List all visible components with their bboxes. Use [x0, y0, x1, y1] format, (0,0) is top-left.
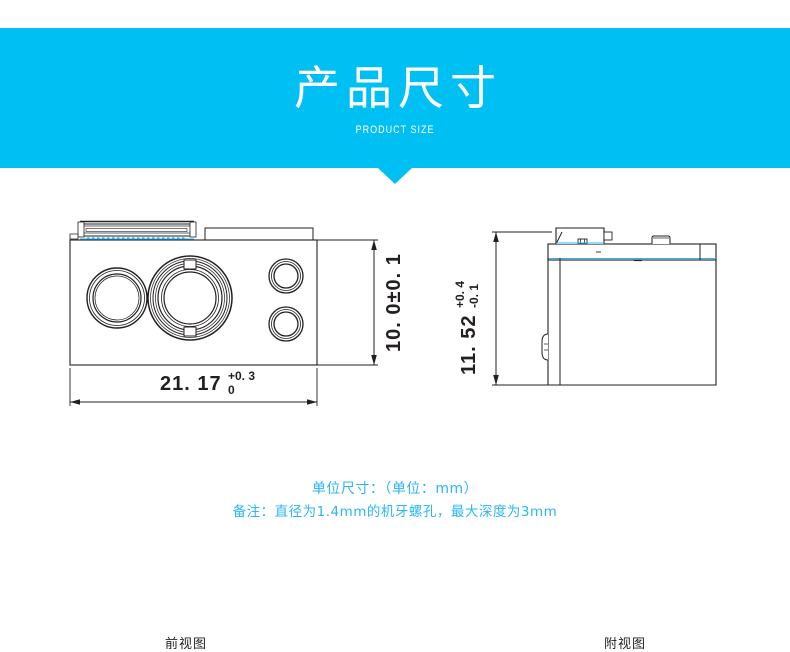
front-view-center-lens [147, 255, 233, 341]
side-view-height-dimension [492, 231, 552, 386]
banner-down-arrow-icon [378, 168, 412, 184]
header-banner: 产品尺寸 PRODUCT SIZE [0, 28, 790, 168]
front-view-height-dimension [317, 239, 378, 366]
product-size-page: 产品尺寸 PRODUCT SIZE [0, 28, 790, 652]
page-title: 产品尺寸 [294, 60, 502, 115]
front-view-screw-hole-lower [268, 306, 304, 342]
side-view-height-label: 11. 52 +0. 4 -0. 1 [453, 281, 481, 375]
side-height-upper-tol: +0. 4 [453, 281, 467, 308]
front-view-screw-hole-upper [268, 258, 304, 294]
front-view-caption: 前视图 [165, 637, 208, 652]
side-view-side-nub [541, 333, 549, 361]
front-view-width-dimension [69, 368, 318, 406]
front-view-connector [69, 220, 197, 240]
side-height-value: 11. 52 [458, 314, 480, 375]
front-height-value: 10. 0±0. 1 [383, 253, 405, 352]
front-view-width-label: 21. 17 +0. 3 0 [160, 369, 255, 397]
side-view-connector [555, 227, 613, 245]
front-width-value: 21. 17 [160, 373, 222, 395]
header-banner-content: 产品尺寸 PRODUCT SIZE [0, 28, 790, 168]
note-remark-line: 备注：直径为1.4mm的机牙螺孔，最大深度为3mm [232, 504, 558, 520]
front-view-left-lens [86, 267, 148, 329]
drawing-canvas: 21. 17 +0. 3 0 10. 0±0. 1 11. 52 +0. 4 -… [0, 200, 790, 460]
side-view-caption: 附视图 [604, 637, 647, 652]
dimension-drawing-svg: 21. 17 +0. 3 0 10. 0±0. 1 11. 52 +0. 4 -… [69, 220, 717, 406]
side-view-drawing [492, 227, 717, 386]
side-view-top-bump [651, 235, 671, 244]
front-view-drawing [69, 220, 378, 406]
front-width-upper-tol: +0. 3 [228, 369, 255, 383]
front-width-lower-tol: 0 [228, 383, 235, 397]
page-subtitle: PRODUCT SIZE [355, 123, 435, 136]
front-view-height-label: 10. 0±0. 1 [383, 253, 405, 352]
notes-block: 单位尺寸：（单位：mm） 备注：直径为1.4mm的机牙螺孔，最大深度为3mm [0, 478, 790, 524]
side-height-lower-tol: -0. 1 [467, 284, 481, 308]
note-unit-line: 单位尺寸：（单位：mm） [311, 481, 479, 497]
